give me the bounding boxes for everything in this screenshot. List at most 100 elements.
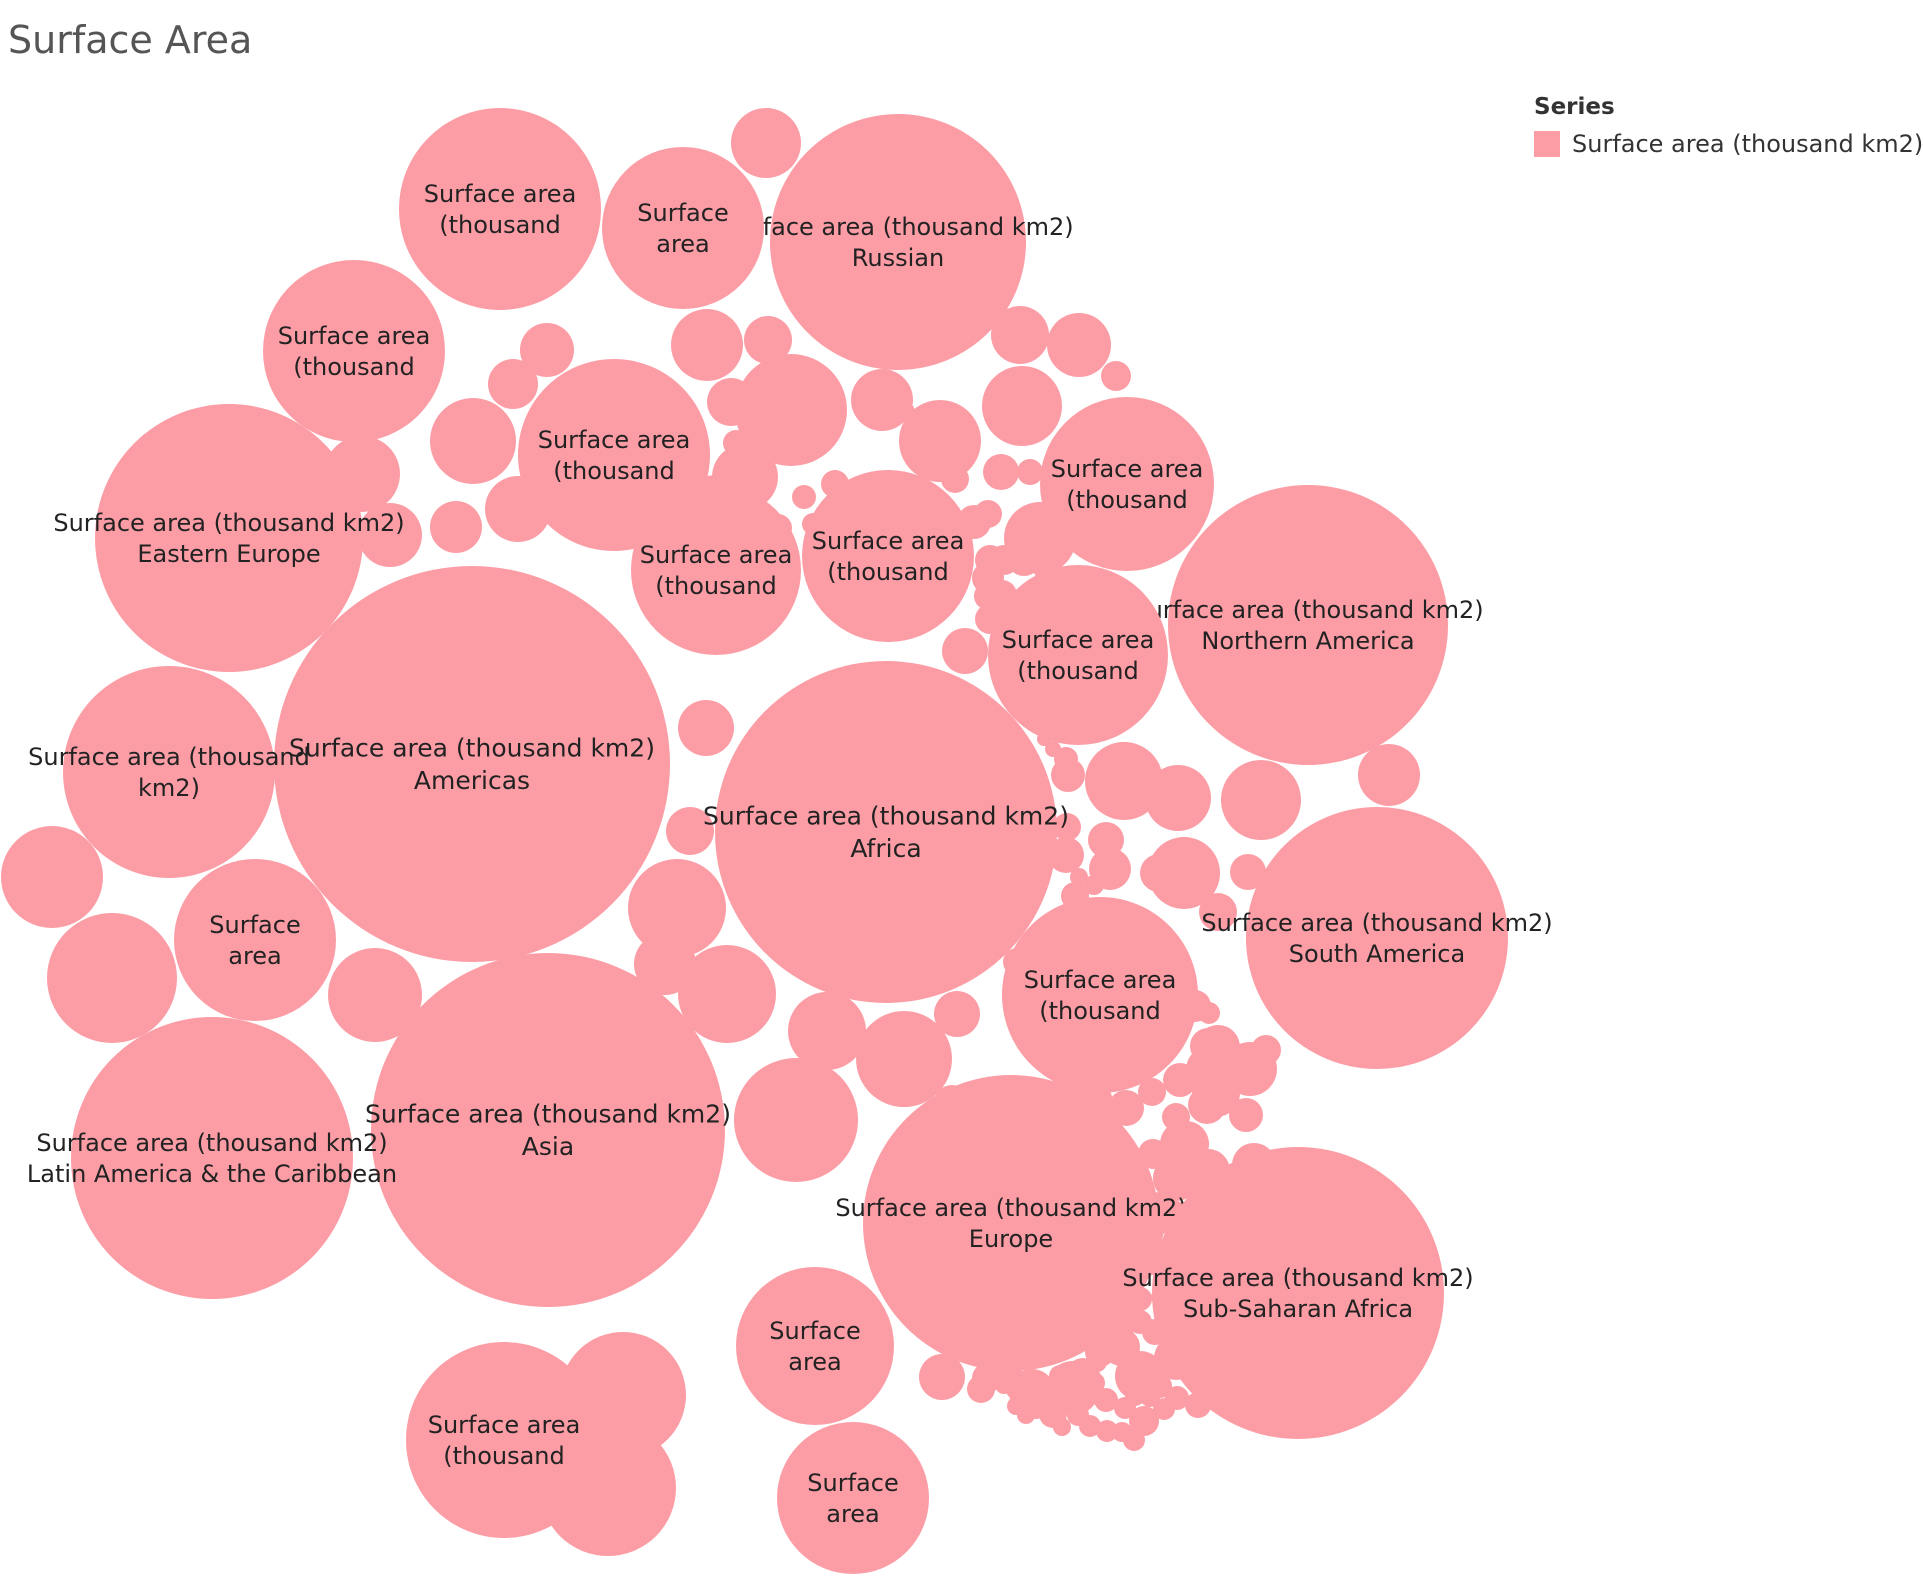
bubble-mark[interactable] [1162,1103,1190,1131]
bubble-mark[interactable] [1145,765,1211,831]
labeled-bubble[interactable]: Surface area(thousand [631,485,801,655]
bubble-mark[interactable] [518,359,710,551]
bubble-mark[interactable] [1153,1398,1175,1420]
bubble-mark[interactable] [1129,1406,1159,1436]
bubble-mark[interactable] [899,400,981,482]
bubble-mark[interactable] [95,404,363,672]
bubble-mark[interactable] [988,565,1168,745]
labeled-bubble[interactable]: Surface area (thousand km2)Latin America… [27,1017,397,1299]
bubble-mark[interactable] [1,826,103,928]
labeled-bubble[interactable]: Surface area (thousand km2)Russian [722,114,1074,370]
bubble-mark[interactable] [982,366,1062,446]
bubble-mark[interactable] [1094,1388,1118,1412]
bubble-mark[interactable] [1168,485,1448,765]
bubble-mark[interactable] [788,992,866,1070]
labeled-bubble[interactable]: Surface area(thousand [802,470,974,642]
bubble-mark[interactable] [1083,1372,1105,1394]
bubble-mark[interactable] [1085,742,1163,820]
labeled-bubble[interactable]: Surface area(thousand [399,108,601,310]
bubble-mark[interactable] [991,306,1049,364]
bubble-mark[interactable] [328,948,422,1042]
bubble-mark[interactable] [972,1363,1002,1393]
labeled-bubble[interactable]: Surface area (thousand km2)Eastern Europ… [53,404,405,672]
bubble-mark[interactable] [1133,1380,1151,1398]
bubble-mark[interactable] [1251,1035,1281,1065]
bubble-mark[interactable] [666,807,714,855]
bubble-mark[interactable] [678,700,734,756]
bubble-mark[interactable] [1054,747,1078,771]
bubble-mark[interactable] [1007,542,1041,576]
bubble-mark[interactable] [863,1075,1159,1371]
bubble-mark[interactable] [1053,813,1081,841]
bubble-mark[interactable] [792,485,816,509]
bubble-mark[interactable] [1006,1381,1024,1399]
bubble-mark[interactable] [1046,1361,1100,1415]
bubble-mark[interactable] [1198,1002,1220,1024]
bubble-mark[interactable] [1007,1397,1025,1415]
bubble-mark[interactable] [1148,837,1220,909]
bubble-mark[interactable] [1070,868,1088,886]
bubble-mark[interactable] [1229,1098,1263,1132]
bubble-mark[interactable] [736,1267,894,1425]
bubble-mark[interactable] [1123,1429,1145,1451]
bubble-mark[interactable] [802,470,974,642]
bubble-mark[interactable] [671,309,743,381]
bubble-mark[interactable] [744,316,792,364]
bubble-mark[interactable] [488,359,538,409]
bubble-mark[interactable] [602,147,764,309]
bubble-mark[interactable] [63,666,275,878]
bubble-mark[interactable] [358,503,422,567]
bubble-mark[interactable] [1152,1147,1444,1439]
labeled-bubble[interactable]: Surface area (thousand km2)Europe [835,1075,1187,1371]
bubble-mark[interactable] [47,913,177,1043]
bubble-mark[interactable] [678,945,776,1043]
bubble-mark[interactable] [1108,1090,1144,1126]
bubble-mark[interactable] [1047,313,1111,377]
bubble-mark[interactable] [371,953,725,1307]
labeled-bubble[interactable]: Surface area(thousand [988,565,1168,745]
bubble-mark[interactable] [430,398,516,484]
bubble-mark[interactable] [520,323,574,377]
bubble-mark[interactable] [1188,1086,1226,1124]
bubble-mark[interactable] [1246,807,1508,1069]
bubble-mark[interactable] [1096,1420,1118,1442]
labeled-bubble[interactable]: Surface area(thousand [406,1342,602,1538]
bubble-mark[interactable] [406,1342,602,1538]
bubble-mark[interactable] [399,108,601,310]
bubble-mark[interactable] [974,500,1002,528]
bubble-mark[interactable] [941,465,969,493]
bubble-mark[interactable] [1358,744,1420,806]
bubble-mark[interactable] [1163,1121,1209,1167]
bubble-mark[interactable] [174,859,336,1021]
bubble-mark[interactable] [263,260,445,442]
bubble-mark[interactable] [734,1058,858,1182]
labeled-bubble[interactable]: Surface area (thousand km2)Asia [365,953,731,1307]
bubble-mark[interactable] [715,661,1057,1003]
bubble-mark[interactable] [1088,822,1124,858]
bubble-mark[interactable] [1140,854,1178,892]
bubble-mark[interactable] [770,114,1026,370]
bubble-mark[interactable] [430,501,482,553]
labeled-bubble[interactable]: Surface area (thousand km2)Northern Amer… [1132,485,1484,765]
bubble-mark[interactable] [777,1422,929,1574]
bubble-mark[interactable] [1079,1415,1101,1437]
bubble-mark[interactable] [1087,1352,1107,1372]
labeled-bubble[interactable]: Surface area (thousand km2)Sub-Saharan A… [1122,1147,1474,1439]
bubble-mark[interactable] [1084,875,1104,895]
bubble-mark[interactable] [1190,1028,1226,1064]
labeled-bubble[interactable]: Surface area (thousand km2)Americas [274,566,670,962]
bubble-mark[interactable] [723,430,749,456]
bubble-mark[interactable] [1221,760,1301,840]
bubble-mark[interactable] [919,1354,965,1400]
bubble-mark[interactable] [274,566,670,962]
bubble-mark[interactable] [1048,837,1084,873]
bubble-mark[interactable] [903,1070,929,1096]
labeled-bubble[interactable]: Surface area (thousand km2)South America [1201,807,1553,1069]
bubble-mark[interactable] [1040,397,1214,571]
bubble-mark[interactable] [628,859,726,957]
labeled-bubble[interactable]: Surface area(thousand [518,359,710,551]
